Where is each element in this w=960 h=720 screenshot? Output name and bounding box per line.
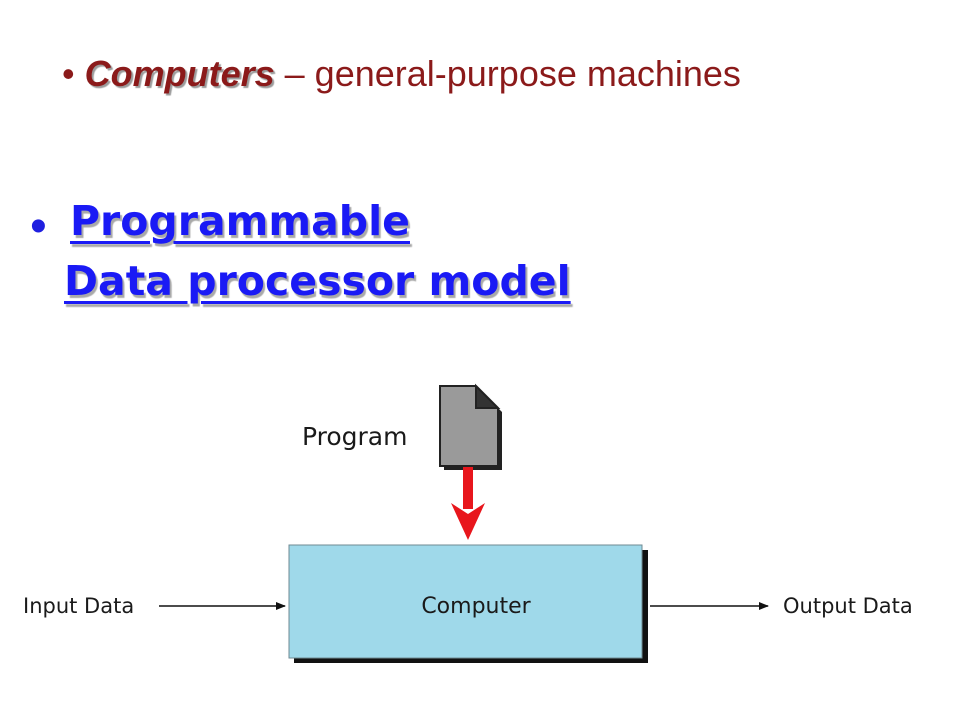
program-label: Program — [302, 422, 407, 451]
bullet-programmable-model: Programmable Data processor model — [64, 198, 571, 304]
bullet-term-computers: Computers — [84, 53, 275, 94]
output-data-label: Output Data — [783, 594, 913, 618]
program-arrow — [451, 467, 485, 540]
computer-box — [288, 544, 648, 663]
heading-line-data-processor-model: Data processor model — [64, 257, 571, 305]
bullet-computers: • Computers – general-purpose machines — [62, 52, 741, 96]
bullet-description: – general-purpose machines — [274, 53, 741, 94]
heading-line-programmable: Programmable — [70, 197, 410, 245]
bullet-marker: • — [62, 53, 75, 94]
computer-label: Computer — [421, 594, 531, 619]
program-document-icon — [439, 383, 502, 470]
input-data-label: Input Data — [23, 594, 134, 618]
document-fold — [475, 383, 501, 409]
bullet-marker-programmable: • — [30, 200, 47, 253]
